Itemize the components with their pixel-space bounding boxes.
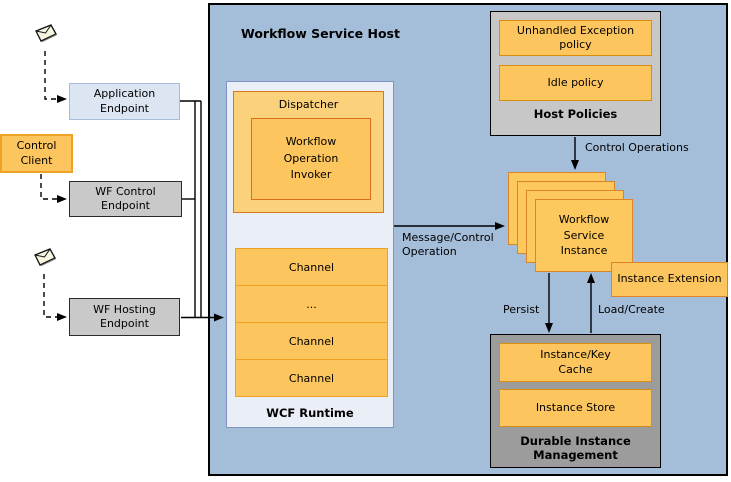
instance-key-cache-box: Instance/Key Cache	[499, 343, 652, 382]
diagram-title: Workflow Service Host	[241, 26, 400, 41]
channel-ellipsis-box: ...	[235, 285, 388, 323]
dashed-arrow-message-to-application-endpoint	[44, 51, 67, 103]
mail-message-icon	[35, 24, 58, 43]
channel-box: Channel	[235, 359, 388, 397]
control-client-box: Control Client	[0, 134, 73, 173]
dashed-arrow-control-client-to-wf-control	[40, 174, 67, 203]
channel-stack: Channel ... Channel Channel	[235, 248, 388, 397]
wf-hosting-endpoint-box: WF Hosting Endpoint	[69, 298, 180, 336]
instance-store-box: Instance Store	[499, 389, 652, 427]
channel-box: Channel	[235, 322, 388, 360]
mail-message-icon	[34, 248, 57, 267]
idle-policy-box: Idle policy	[499, 65, 652, 101]
workflow-service-instance-box: Workflow Service Instance	[535, 199, 633, 272]
wcf-runtime-label: WCF Runtime	[266, 406, 354, 420]
load-create-label: Load/Create	[598, 303, 665, 316]
dispatcher-label: Dispatcher	[278, 98, 339, 111]
dashed-arrow-message-to-wf-hosting	[43, 274, 67, 321]
instance-extension-box: Instance Extension	[611, 262, 728, 297]
host-policies-label: Host Policies	[533, 107, 618, 121]
control-operations-label: Control Operations	[585, 141, 689, 154]
message-control-operation-label: Message/Control Operation	[402, 231, 494, 258]
persist-label: Persist	[503, 303, 540, 316]
application-endpoint-box: Application Endpoint	[69, 83, 180, 120]
durable-instance-management-label: Durable Instance Management	[520, 434, 631, 463]
unhandled-exception-policy-box: Unhandled Exception policy	[499, 20, 652, 56]
channel-box: Channel	[235, 248, 388, 286]
workflow-operation-invoker-box: Workflow Operation Invoker	[251, 118, 371, 200]
wf-control-endpoint-box: WF Control Endpoint	[69, 181, 182, 217]
